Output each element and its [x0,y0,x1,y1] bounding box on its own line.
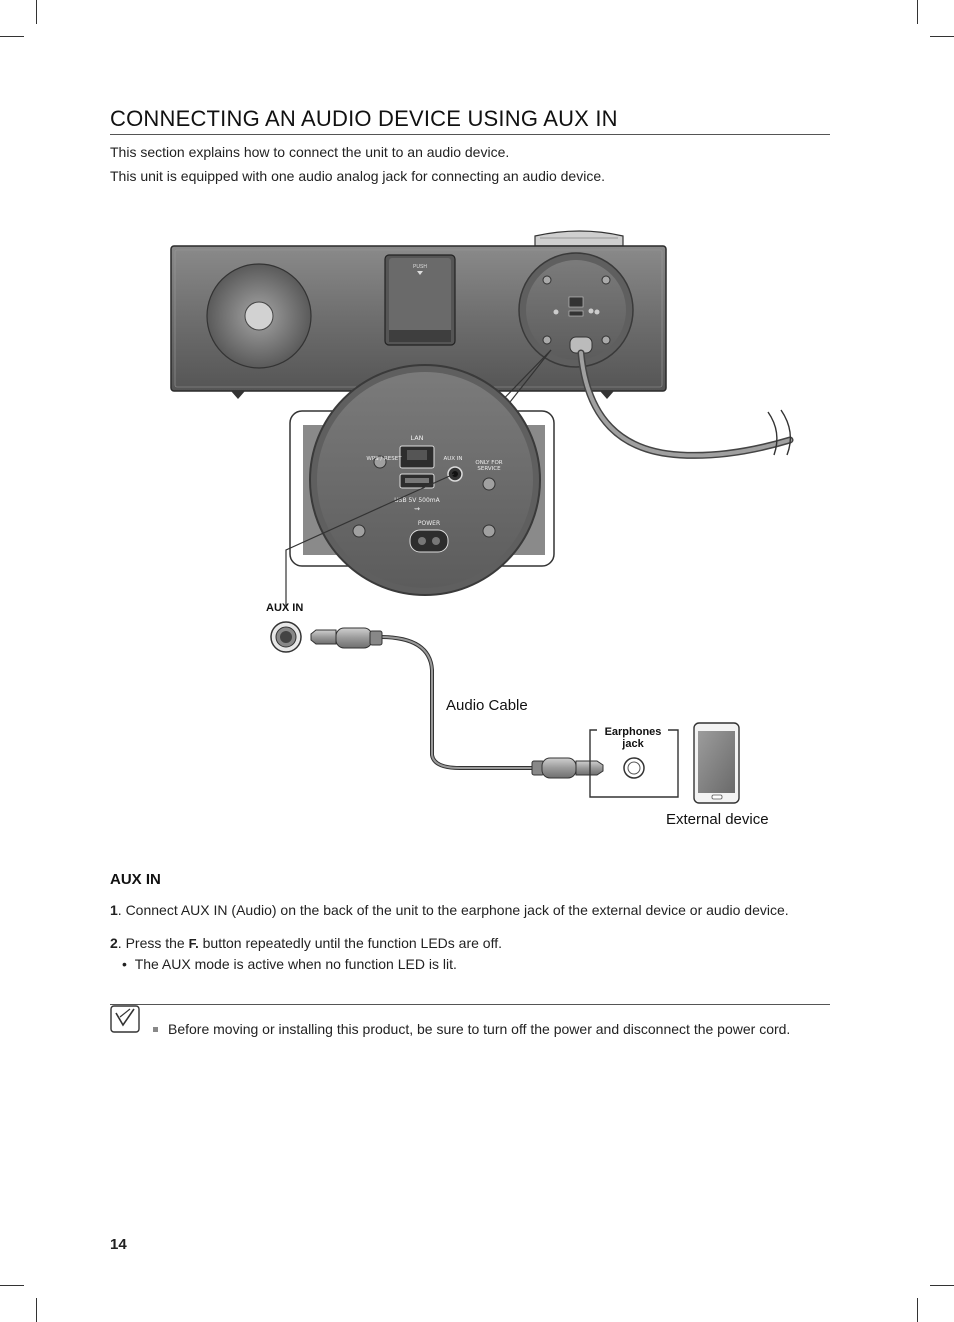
page-number: 14 [110,1236,127,1253]
svg-text:⇝: ⇝ [414,505,420,513]
earphones-jack-box [589,729,679,798]
crop-mark [930,36,954,37]
panel-power-label: POWER [418,520,440,527]
panel-lan-label: LAN [410,434,423,442]
note-text: Before moving or installing this product… [153,1021,790,1037]
svg-text:ONLY FOR: ONLY FOR [475,460,502,466]
page-title: CONNECTING AN AUDIO DEVICE USING AUX IN [110,106,618,131]
svg-text:SERVICE: SERVICE [477,466,501,472]
bullet-dot: • [122,956,135,972]
earphones-jack-label: Earphones jack [604,726,662,750]
cable-plug-left [310,627,383,649]
step-2: 2. Press the F. button repeatedly until … [110,935,502,951]
note-pencil-icon [110,1005,140,1033]
dock-push-label: PUSH [413,264,427,270]
crop-mark [930,1285,954,1286]
crop-mark [36,0,37,24]
crop-mark [917,1298,918,1322]
cable-plug-right [531,757,604,779]
title-divider [110,134,830,135]
unit-top-cap [534,230,624,247]
section-heading: AUX IN [110,871,161,888]
step-text-post: button repeatedly until the function LED… [198,935,503,951]
panel-zoom-callout: LAN WPS / RESET AUX IN ONLY FOR SERVICE … [289,364,555,596]
intro-line-1: This section explains how to connect the… [110,144,510,160]
external-device-phone [693,722,740,804]
intro-line-2: This unit is equipped with one audio ana… [110,168,605,184]
function-button-glyph: F. [188,936,199,951]
step-number: 2 [110,935,118,951]
aux-in-jack [270,621,302,653]
main-unit: PUSH [170,245,667,399]
step-text: . Connect AUX IN (Audio) on the back of … [117,902,789,918]
crop-mark [917,0,918,24]
square-bullet-icon [153,1026,158,1032]
crop-mark [0,1285,24,1286]
step-2-bullet: • The AUX mode is active when no functio… [122,956,457,972]
audio-cable-label: Audio Cable [446,697,528,714]
note-divider [110,1004,830,1005]
aux-leader-line [285,473,455,606]
panel-wps-label: WPS / RESET [366,456,402,462]
step-1: 1. Connect AUX IN (Audio) on the back of… [110,902,789,918]
panel-aux-label: AUX IN [443,456,462,462]
connection-diagram: PUSH [0,200,954,860]
bullet-text: The AUX mode is active when no function … [134,956,457,972]
panel-usb-label: USB 5V 500mA [394,497,440,504]
note-body: Before moving or installing this product… [168,1021,791,1037]
external-device-label: External device [666,811,769,828]
crop-mark [0,36,24,37]
connection-illustration: PUSH [170,230,794,804]
step-text-pre: . Press the [117,935,189,951]
step-number: 1 [110,902,118,918]
aux-in-label: AUX IN [266,602,304,614]
crop-mark [36,1298,37,1322]
